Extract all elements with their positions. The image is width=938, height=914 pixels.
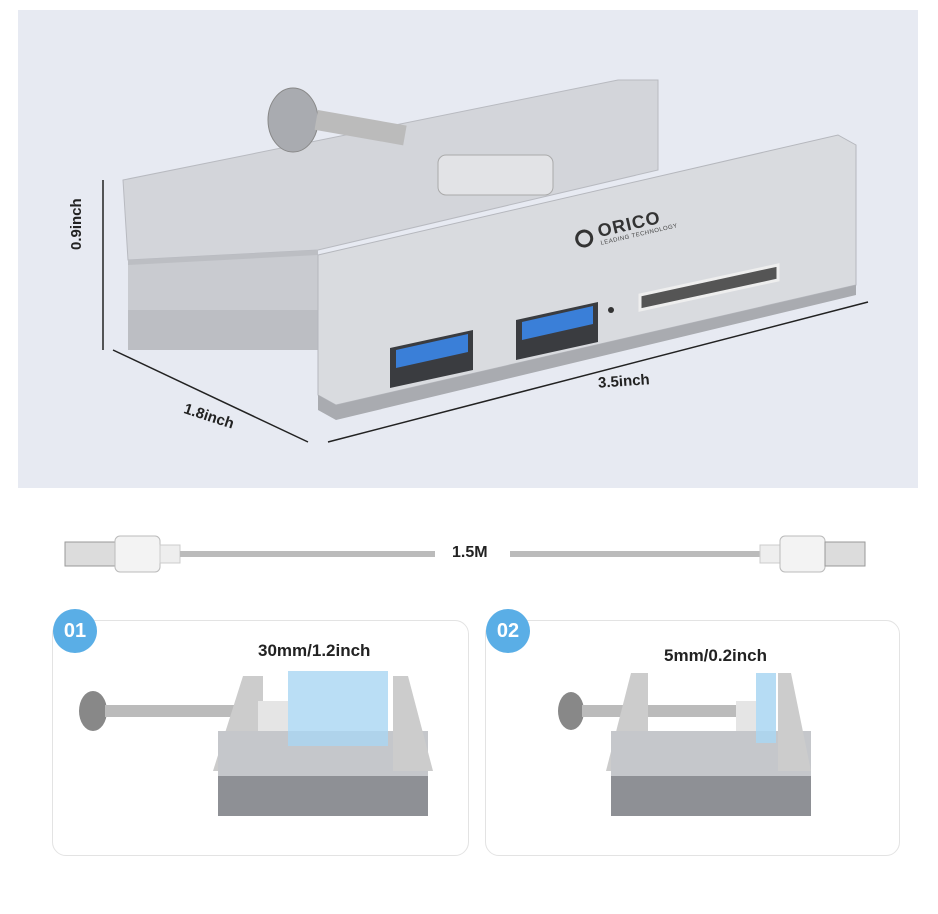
step-badge: 01 [53, 609, 97, 653]
clamp-range-label: 30mm/1.2inch [258, 641, 371, 660]
usb-port-1 [390, 330, 473, 388]
height-dimension: 0.9inch [68, 198, 85, 250]
sd-card-slot [638, 263, 780, 312]
brand-logo-icon [573, 227, 595, 249]
clamp-range-card-1: 30mm/1.2inch [52, 620, 469, 856]
width-dimension: 3.5inch [597, 371, 651, 392]
clamp-range-card-2: 5mm/0.2inch [485, 620, 900, 856]
usb-port-2 [516, 302, 598, 360]
usb-cable: 1.5M [60, 530, 870, 580]
usb-hub-illustration [102, 79, 869, 443]
cable-length: 1.5M [452, 544, 488, 561]
clamp-range-label: 5mm/0.2inch [664, 646, 767, 665]
step-badge: 02 [486, 609, 530, 653]
product-image-panel: ORICO LEADING TECHNOLOGY 0.9inch 1.8inch… [18, 10, 918, 488]
